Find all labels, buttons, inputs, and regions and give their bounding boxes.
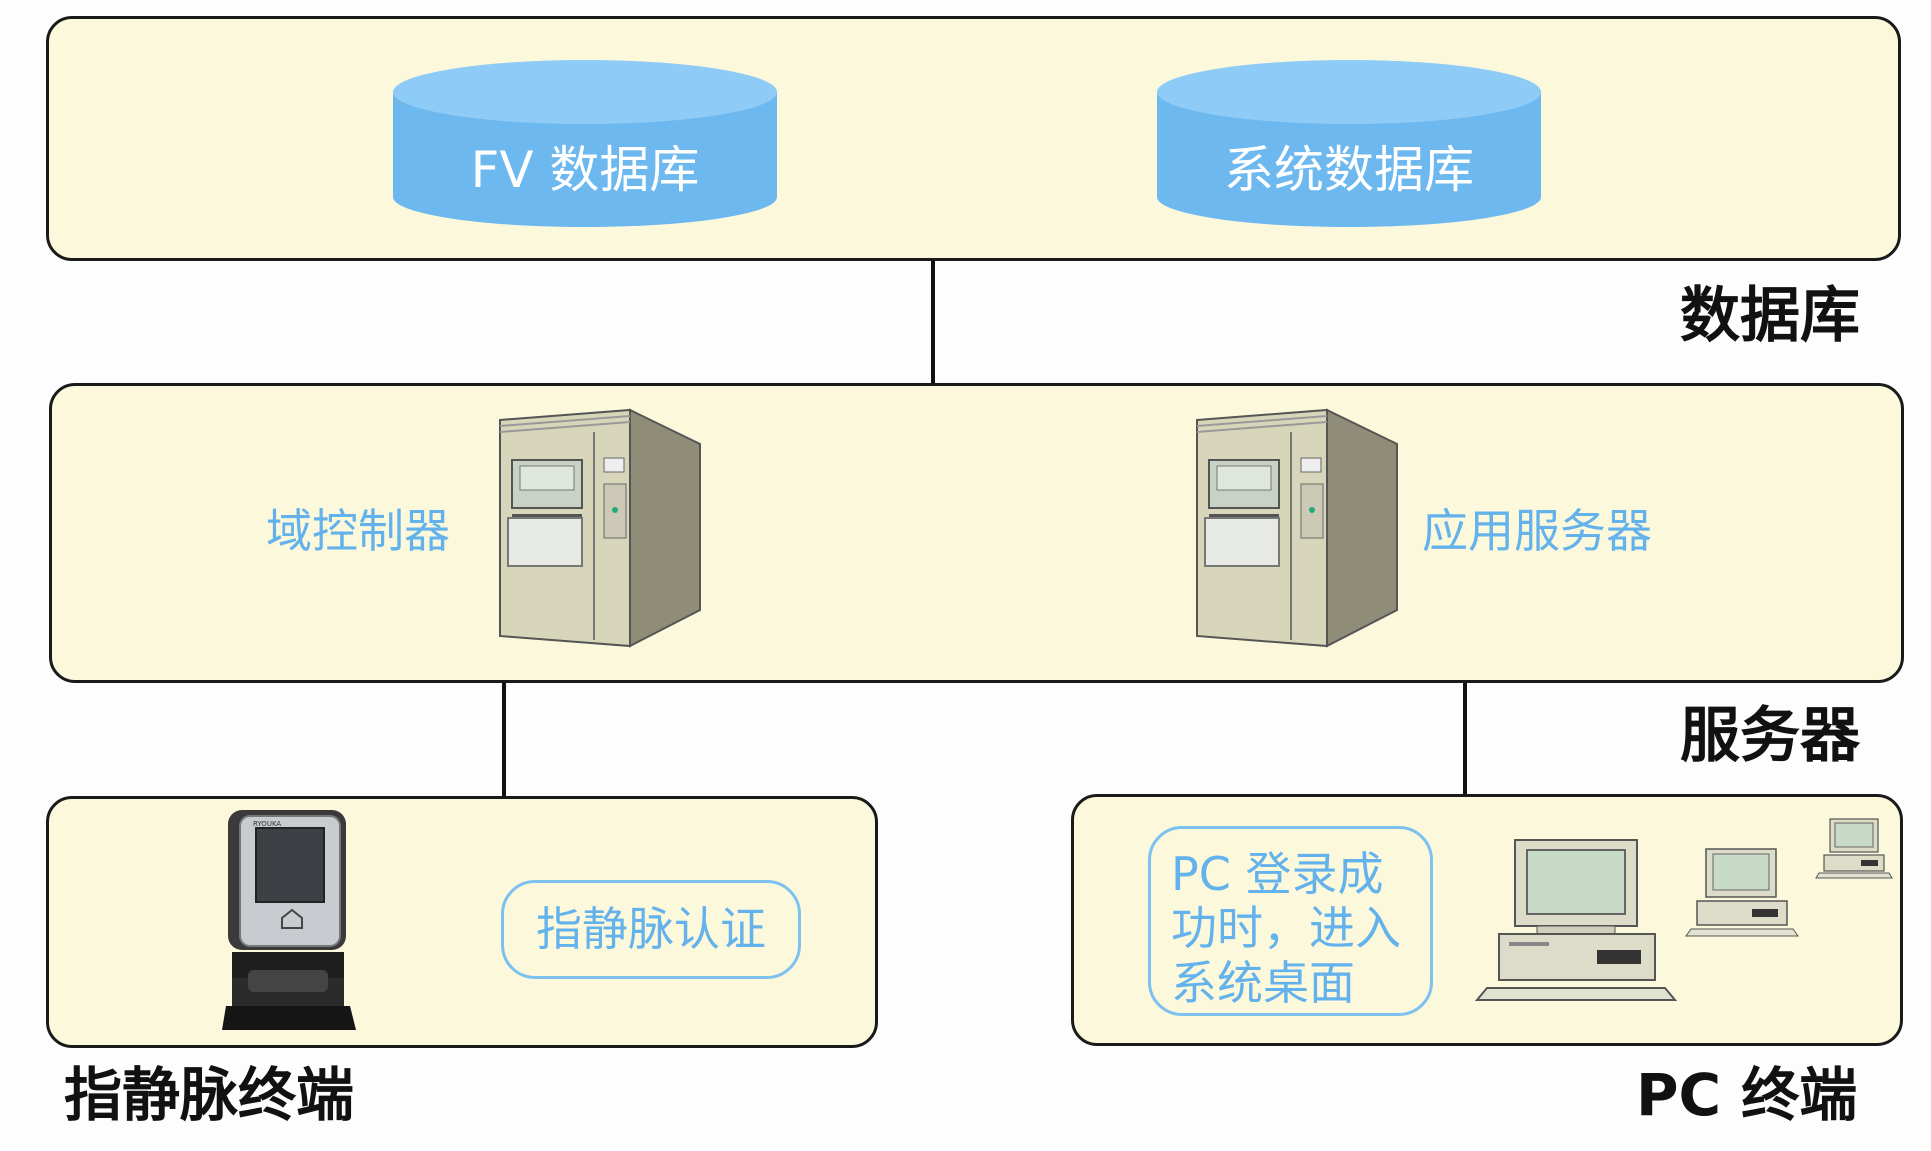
server-section-label: 服务器 [1680, 701, 1860, 771]
connector-server-pc [1463, 682, 1467, 797]
cylinder-icon [393, 60, 777, 227]
device-brand-text: RYOUKA [253, 820, 281, 828]
domain-controller-label: 域控制器 [266, 504, 450, 558]
database-section-label: 数据库 [1680, 281, 1860, 351]
desktop-computer-icon [1474, 839, 1678, 1001]
fv-database-cylinder: FV 数据库 [393, 55, 777, 235]
application-server-label: 应用服务器 [1422, 504, 1652, 558]
finger-vein-terminal-label: 指静脉终端 [64, 1061, 355, 1129]
finger-vein-auth-label: 指静脉认证 [536, 902, 766, 957]
pc-login-label: PC 登录成 功时，进入 系统桌面 [1171, 847, 1401, 1010]
connector-server-finger [502, 682, 506, 797]
database-panel [46, 16, 1901, 261]
pc-terminal-label: PC 终端 [1636, 1061, 1858, 1129]
system-database-label: 系统数据库 [1224, 141, 1474, 199]
connector-db-server [931, 259, 935, 385]
desktop-computer-icon [1685, 848, 1799, 937]
server-panel [49, 383, 1904, 683]
cylinder-icon [1157, 60, 1541, 227]
finger-vein-device-icon: RYOUKA [222, 810, 356, 1030]
server-tower-icon [1196, 408, 1398, 648]
desktop-computer-icon [1815, 818, 1893, 879]
finger-vein-auth-box: 指静脉认证 [501, 880, 801, 979]
server-tower-icon [499, 408, 701, 648]
pc-login-box: PC 登录成 功时，进入 系统桌面 [1148, 826, 1433, 1016]
system-database-cylinder: 系统数据库 [1157, 55, 1541, 235]
fv-database-label: FV 数据库 [470, 141, 700, 199]
